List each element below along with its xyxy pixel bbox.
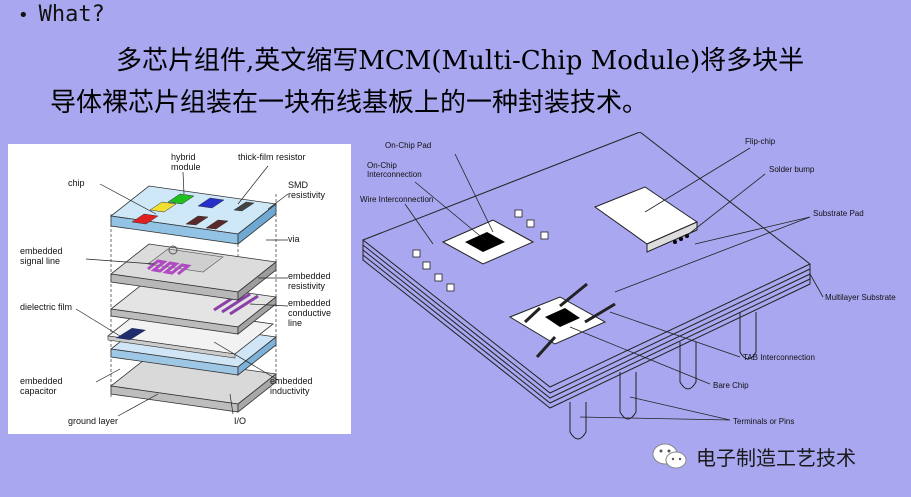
chip-yellow xyxy=(149,201,177,213)
label-tab-interconnection: TAB Interconnection xyxy=(743,353,815,362)
label-solder-bump: Solder bump xyxy=(769,165,815,174)
pins xyxy=(569,312,757,440)
slide-heading: • What? xyxy=(18,2,105,27)
wire-bond-chip xyxy=(412,209,549,292)
label-bare-chip: Bare Chip xyxy=(713,381,749,390)
label-thick-film-resistor: thick-film resistor xyxy=(238,152,306,162)
conductive-layer xyxy=(110,278,277,335)
label-via: via xyxy=(288,234,300,244)
chip-blue xyxy=(197,197,225,209)
top-layer xyxy=(110,185,277,245)
paragraph-line-2: 导体裸芯片组装在一块布线基板上的一种封装技术。 xyxy=(50,88,649,118)
flip-chip xyxy=(593,186,699,253)
label-chip: chip xyxy=(68,178,85,188)
chip-red xyxy=(131,213,159,225)
ground-layer-block xyxy=(110,355,277,413)
right-leader-lines xyxy=(404,147,824,421)
label-wire-interconnection: Wire Interconnection xyxy=(360,195,433,204)
tab-chip xyxy=(508,282,616,359)
chip-green xyxy=(167,193,195,205)
label-multilayer-substrate: Multilayer Substrate xyxy=(825,293,896,302)
wechat-icon xyxy=(652,443,687,469)
substrate xyxy=(362,131,811,409)
label-substrate-pad: Substrate Pad xyxy=(813,209,864,218)
heading-text: What? xyxy=(38,2,105,27)
signal-line-layer xyxy=(110,243,277,301)
footer-watermark: 电子制造工艺技术 xyxy=(650,440,856,472)
paragraph-line-1: 多芯片组件,英文缩写MCM(Multi-Chip Module)将多块半 xyxy=(116,46,805,76)
label-io: I/O xyxy=(234,416,246,426)
definition-paragraph: 多芯片组件,英文缩写MCM(Multi-Chip Module)将多块半 导体裸… xyxy=(50,40,900,124)
label-terminals-or-pins: Terminals or Pins xyxy=(733,417,794,426)
footer-brand: 电子制造工艺技术 xyxy=(696,445,856,470)
label-ground-layer: ground layer xyxy=(68,416,118,426)
label-flip-chip: Flip-chip xyxy=(745,137,776,146)
label-dielectric-film: dielectric film xyxy=(20,302,72,312)
label-on-chip-pad: On-Chip Pad xyxy=(385,141,431,150)
leader-lines xyxy=(75,165,289,417)
bullet-icon: • xyxy=(18,4,29,26)
